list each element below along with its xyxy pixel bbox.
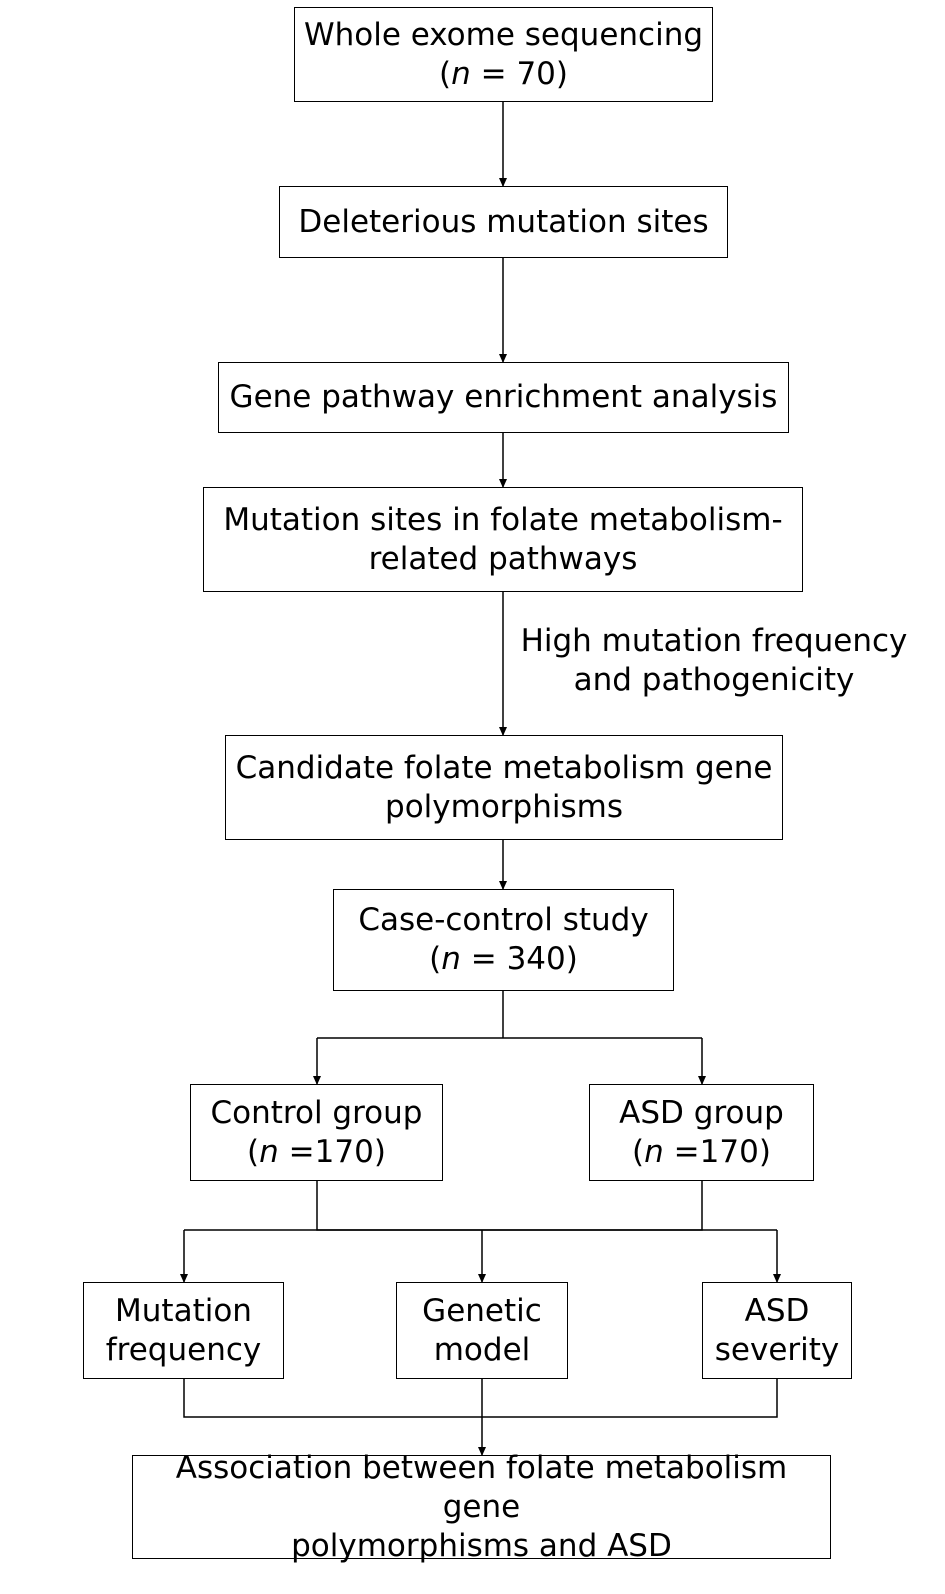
split-line-case-control bbox=[317, 991, 702, 1039]
box-line-1: Whole exome sequencing bbox=[303, 16, 704, 53]
merge-line-groups bbox=[316, 1181, 703, 1231]
box-line-1: Mutation bbox=[115, 1292, 252, 1329]
whole-exome-sequencing-box: Whole exome sequencing (n = 70) bbox=[294, 7, 713, 102]
sample-size: (n =170) bbox=[247, 1133, 386, 1170]
box-line-2: severity bbox=[714, 1331, 840, 1368]
merge-line-outcomes bbox=[183, 1379, 778, 1418]
box-line-2: frequency bbox=[105, 1331, 262, 1368]
box-line-2: polymorphisms and ASD bbox=[291, 1527, 672, 1564]
selection-criteria-label: High mutation frequency and pathogenicit… bbox=[518, 622, 910, 700]
box-line-2: model bbox=[433, 1331, 531, 1368]
box-line-1: ASD bbox=[744, 1292, 810, 1329]
box-line-1: Genetic bbox=[422, 1292, 542, 1329]
folate-pathway-mutation-sites-box: Mutation sites in folate metabolism- rel… bbox=[203, 487, 803, 592]
box-line-1: Control group bbox=[210, 1094, 423, 1131]
box-line-1: Case-control study bbox=[358, 902, 649, 938]
sample-size: (n =170) bbox=[632, 1133, 771, 1170]
label-line-1: High mutation frequency bbox=[520, 623, 908, 659]
box-line-2: related pathways bbox=[368, 540, 638, 577]
candidate-polymorphisms-box: Candidate folate metabolism gene polymor… bbox=[225, 735, 783, 840]
box-line-1: Deleterious mutation sites bbox=[298, 203, 709, 240]
label-line-2: and pathogenicity bbox=[573, 662, 855, 698]
box-line-2: polymorphisms bbox=[385, 788, 623, 825]
box-line-1: Candidate folate metabolism gene bbox=[235, 749, 773, 786]
deleterious-mutation-sites-box: Deleterious mutation sites bbox=[279, 186, 728, 258]
association-box: Association between folate metabolism ge… bbox=[132, 1450, 831, 1564]
case-control-study-box: Case-control study (n = 340) bbox=[333, 889, 674, 991]
gene-pathway-enrichment-box: Gene pathway enrichment analysis bbox=[218, 362, 789, 433]
sample-size: (n = 340) bbox=[429, 941, 578, 977]
box-line-1: Mutation sites in folate metabolism- bbox=[223, 501, 783, 538]
control-group-box: Control group (n =170) bbox=[190, 1084, 443, 1181]
mutation-frequency-box: Mutation frequency bbox=[83, 1282, 284, 1379]
box-line-1: Association between folate metabolism ge… bbox=[175, 1449, 788, 1525]
sample-size: (n = 70) bbox=[438, 55, 568, 92]
genetic-model-box: Genetic model bbox=[396, 1282, 568, 1379]
box-line-1: Gene pathway enrichment analysis bbox=[229, 379, 778, 415]
asd-group-box: ASD group (n =170) bbox=[589, 1084, 814, 1181]
asd-severity-box: ASD severity bbox=[702, 1282, 852, 1379]
box-line-1: ASD group bbox=[619, 1094, 784, 1131]
